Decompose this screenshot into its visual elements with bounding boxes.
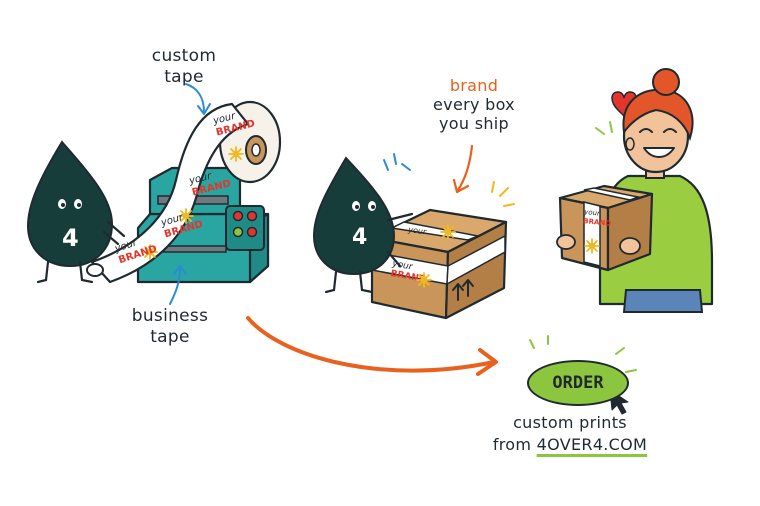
custom-tape-line-2: tape	[164, 67, 204, 87]
curved-arrow-icon	[246, 316, 496, 373]
svg-text:your: your	[583, 208, 602, 218]
cta-text: custom prints from 4OVER4.COM	[490, 412, 650, 456]
website-link[interactable]: 4OVER4.COM	[536, 435, 648, 454]
cardboard-box-icon	[558, 184, 654, 272]
svg-text:BRAND: BRAND	[583, 217, 612, 228]
cta-line-2: from 4OVER4.COM	[490, 434, 650, 456]
order-button[interactable]: ORDER	[527, 360, 629, 406]
cardboard-box-icon	[370, 208, 508, 320]
pointer-arrow-icon	[169, 265, 187, 305]
mascot-number: 4	[62, 224, 79, 252]
mascot-number: 4	[352, 225, 367, 250]
pointer-arrow-icon	[185, 83, 211, 115]
cta-line-1: custom prints	[513, 413, 627, 432]
mascot-drop-icon: 4	[26, 140, 126, 284]
custom-tape-line-1: custom	[151, 46, 217, 66]
business-tape-line-1: business	[131, 306, 209, 326]
box-tape-print: your	[407, 225, 428, 237]
cta-from: from	[492, 435, 532, 454]
svg-text:your: your	[407, 225, 428, 237]
brand-line-3: you ship	[439, 114, 509, 133]
brand-every-box-label: brand every box you ship	[424, 76, 524, 133]
business-tape-line-2: tape	[150, 327, 190, 347]
tape-roll	[86, 100, 282, 284]
box-tape-print: your BRAND	[583, 208, 612, 228]
brand-line-2: every box	[433, 95, 515, 114]
mascot-drop-icon: 4	[312, 156, 414, 294]
custom-tape-label: custom tape	[136, 46, 232, 88]
business-tape-label: business tape	[122, 306, 218, 348]
pointer-arrow-icon	[452, 144, 474, 194]
brand-word: brand	[449, 76, 499, 95]
